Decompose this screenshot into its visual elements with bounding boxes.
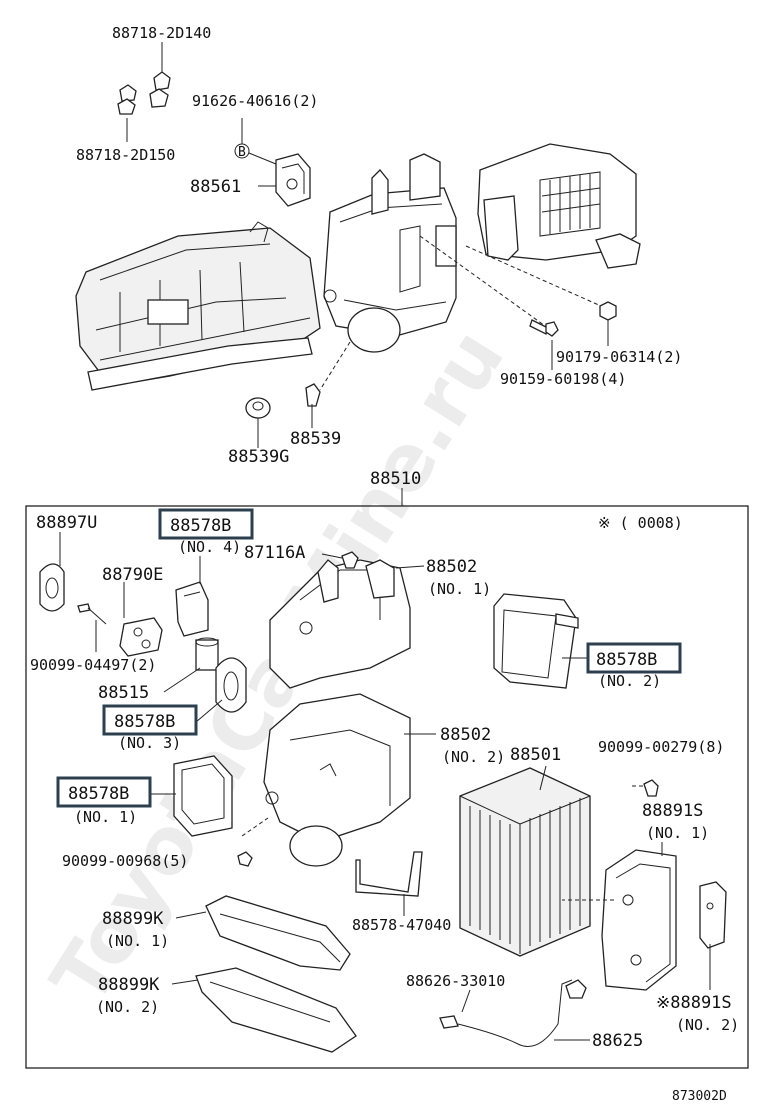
label-88897u: 88897U [36,513,97,533]
sensor-88626-part [439,1015,459,1029]
nut-90179-part [599,301,617,321]
screw-90099-00968-part [237,851,253,867]
label-88891s-no1: 88891S [642,801,703,821]
servo-motor-88561-part [275,153,311,207]
seal-88578b-no2-part [493,593,579,689]
label-88578b-no1-sub: (NO. 1) [74,808,137,826]
label-91626: 91626-40616(2) [192,92,318,110]
screw-90159-part [529,319,559,337]
box-88578b-no3 [102,704,198,736]
label-88626: 88626-33010 [406,972,505,990]
heater-unit-housing-part [75,221,321,391]
label-88790e: 88790E [102,565,163,585]
label-88899k-no2-sub: (NO. 2) [96,998,159,1016]
label-88578b-no3: 88578B [114,712,175,732]
label-88578b-no4-sub: (NO. 4) [178,538,241,556]
label-88502-no1-sub: (NO. 1) [428,580,491,598]
clip-87116a-part [341,551,359,569]
label-88578-47040: 88578-47040 [352,916,451,934]
evaporator-88501-part [459,767,591,957]
label-88510: 88510 [370,469,421,489]
label-88578b-no1: 88578B [68,784,129,804]
label-90099-04497: 90099-04497(2) [30,656,156,674]
clip-88718-2d140-part [149,71,171,108]
label-88502-no2-sub: (NO. 2) [442,748,505,766]
label-88515: 88515 [98,683,149,703]
label-88718-2d150: 88718-2D150 [76,146,175,164]
seal-88578b-no3-part [215,657,247,713]
label-88501: 88501 [510,745,561,765]
label-88899k-no1: 88899K [102,909,164,929]
grommet-88539g-part [245,397,271,419]
screw-90099-00279-part [643,779,659,797]
label-88899k-no2: 88899K [98,975,160,995]
label-90099-00968: 90099-00968(5) [62,852,188,870]
label-88891s-no2-sub: (NO. 2) [676,1016,739,1034]
tray-88899k-no1-part [205,895,351,971]
label-b-mark: B [238,145,246,160]
part-88891s-no2 [699,881,727,949]
label-88899k-no1-sub: (NO. 1) [106,932,169,950]
seal-88578b-no4-part [175,581,209,637]
pipe-88578-47040-part [355,851,423,897]
case-88502-no1-part [269,559,411,689]
label-88625: 88625 [592,1031,643,1051]
label-87116a: 87116A [244,543,305,563]
label-88578b-no2: 88578B [596,650,657,670]
clip-88718-2d150-part [117,84,137,115]
grommet-88897u-part [39,563,65,612]
case-88502-no2-part [263,693,411,867]
bracket-88790e-part [119,617,163,657]
clip-88539-part [305,383,321,407]
label-88718-2d140: 88718-2D140 [112,24,211,42]
box-88578b-no1 [56,776,152,808]
note-label: ※ ( 0008) [598,514,683,532]
label-90099-00279: 90099-00279(8) [598,738,724,756]
label-88502-no1: 88502 [426,557,477,577]
label-88539: 88539 [290,429,341,449]
label-88891s-no2: ※88891S [656,993,732,1013]
screw-90099-04497-part [77,603,107,625]
label-88539g: 88539G [228,447,289,467]
label-88578b-no4: 88578B [170,516,231,536]
label-88578b-no3-sub: (NO. 3) [118,734,181,752]
box-88578b-no2 [586,642,682,674]
label-88891s-no1-sub: (NO. 1) [646,824,709,842]
label-88561: 88561 [190,177,241,197]
expansion-valve-88515-part [195,637,219,671]
label-90159: 90159-60198(4) [500,370,626,388]
air-intake-case-part [477,143,641,269]
label-88502-no2: 88502 [440,725,491,745]
label-90179: 90179-06314(2) [556,348,682,366]
harness-88625-part [457,979,587,1047]
box-88578b-no4 [158,508,254,540]
label-88578b-no2-sub: (NO. 2) [598,672,661,690]
blower-case-part [323,153,457,353]
tray-88899k-no2-part [195,967,357,1053]
assembly-88510-frame [25,505,749,1069]
case-88891s-no1-part [601,849,677,991]
seal-88578b-no1-part [173,755,233,837]
diagram-id: 873002D [672,1089,727,1104]
